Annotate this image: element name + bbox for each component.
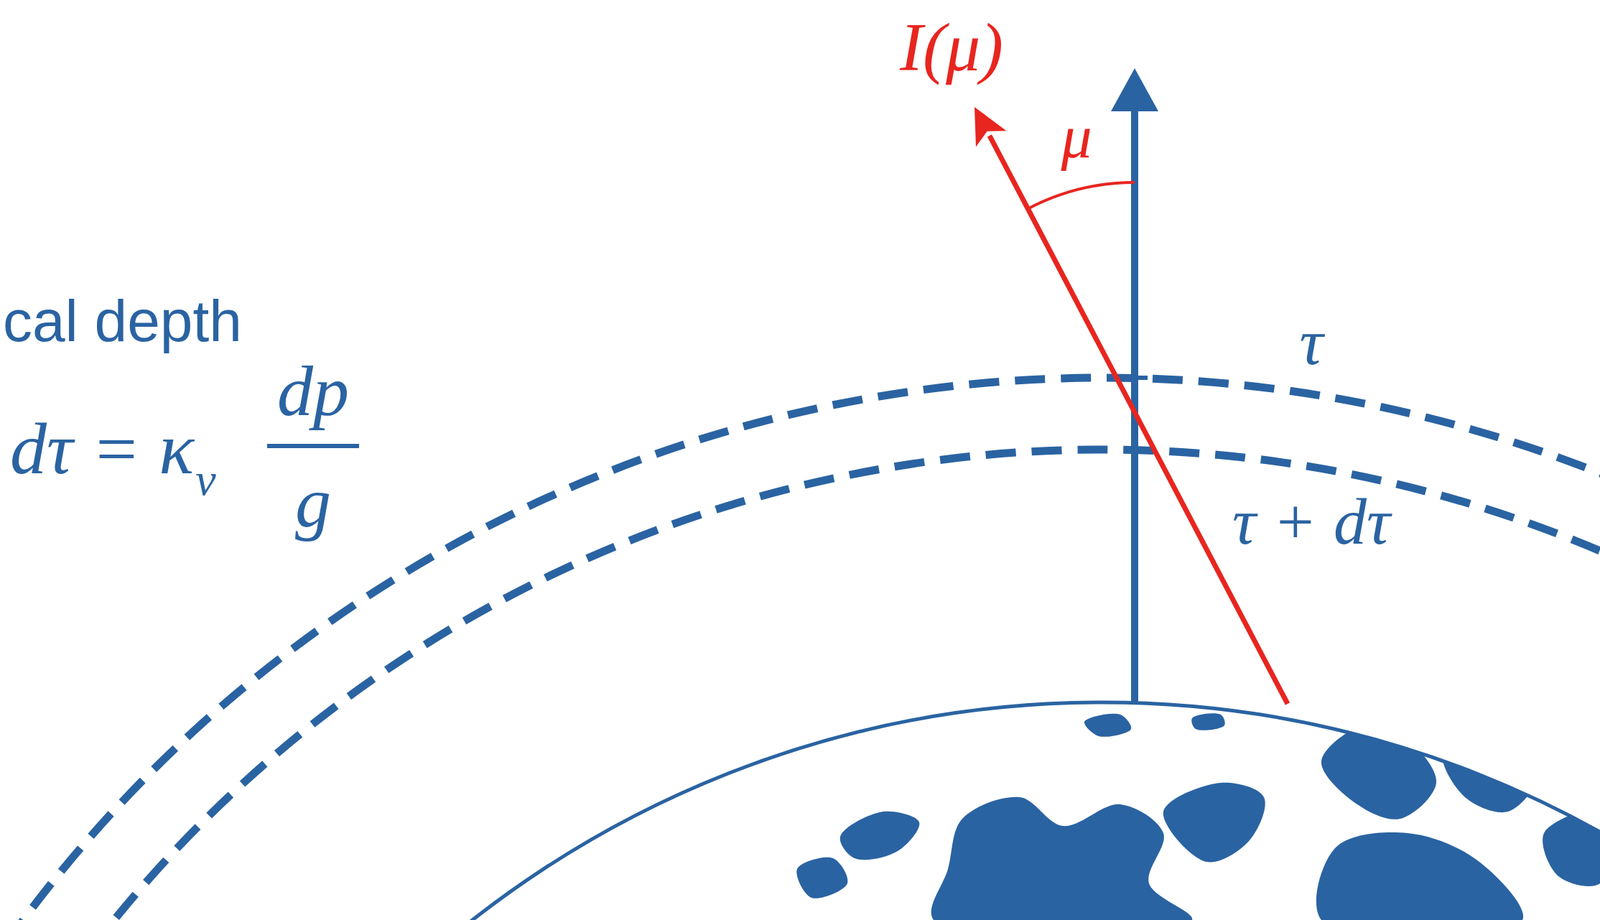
continent	[1316, 832, 1524, 920]
ray-arrowhead	[974, 107, 1007, 147]
continent	[1191, 713, 1225, 731]
fraction-bar	[267, 443, 360, 449]
layer-label: τ + dτ	[1232, 488, 1391, 555]
earth	[81, 702, 1600, 920]
axis-arrowhead	[1110, 68, 1159, 112]
continent	[840, 811, 920, 861]
continent	[1542, 810, 1600, 887]
layer-boundary-upper	[0, 377, 1600, 920]
continent	[1442, 745, 1537, 813]
continent	[1084, 713, 1132, 737]
denominator: g	[295, 466, 332, 539]
equation: dτ = κ	[10, 412, 194, 486]
axis-tick	[1134, 447, 1148, 452]
continent	[1163, 782, 1266, 863]
layer-label: τ	[1299, 308, 1324, 375]
caption-text: cal depth	[2, 291, 243, 351]
angle-arc	[1027, 182, 1135, 209]
earth-outline	[81, 702, 1600, 920]
continent	[931, 797, 1193, 920]
numerator: dp	[277, 355, 350, 428]
continent	[1321, 724, 1437, 820]
ray	[989, 135, 1288, 704]
angle-label: μ	[1060, 105, 1092, 168]
intensity-label: I(μ)	[899, 12, 1004, 82]
layer-boundary-lower	[0, 449, 1600, 920]
subscript: ν	[195, 456, 216, 503]
axis-tick	[1134, 375, 1148, 380]
continent	[796, 857, 848, 899]
